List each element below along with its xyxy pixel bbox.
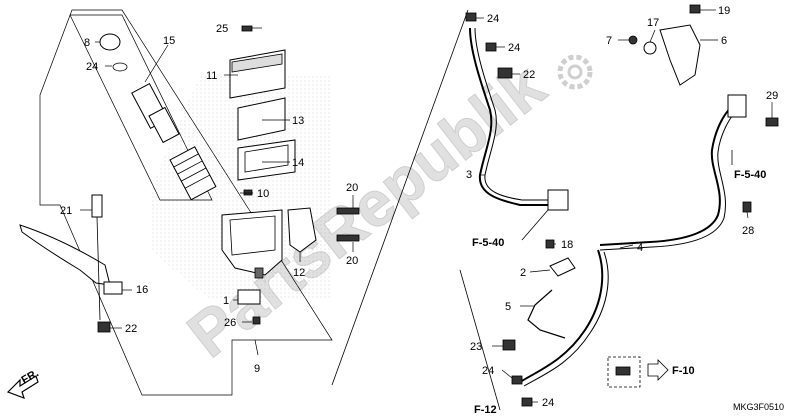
pipe-5: [527, 289, 566, 339]
front-label: FR.: [20, 367, 41, 386]
bolt-24d: [521, 397, 533, 407]
diagram-code: MKG3F0510: [733, 402, 784, 412]
callout-4: 4: [637, 242, 643, 254]
master-cylinder-body: [221, 209, 283, 279]
callout-24d: 24: [542, 397, 554, 409]
callout-24b: 24: [508, 42, 520, 54]
callout-29: 29: [766, 90, 778, 102]
callout-24a: 24: [487, 13, 499, 25]
ref-2-pointer: [521, 209, 549, 241]
brake-hose-upper: [599, 104, 736, 246]
watermark-gear-icon: [557, 54, 593, 90]
callout-13: 13: [292, 115, 304, 127]
screw-10: [243, 189, 253, 196]
bolt-22b: [502, 339, 516, 351]
callout-9: 9: [254, 363, 260, 375]
bolt-19: [689, 4, 701, 14]
bolt-18: [545, 239, 555, 249]
callout-6: 6: [721, 35, 727, 47]
joint-3: [547, 189, 569, 211]
callout-1: 1: [223, 295, 229, 307]
brake-hose-3: [469, 27, 550, 206]
arrow-right-icon: [647, 359, 669, 381]
bolt-24a: [465, 12, 477, 22]
callout-26: 25: [216, 23, 228, 35]
callout-20b: 20: [346, 255, 358, 267]
screw-26: [241, 25, 253, 32]
callout-27: 26: [224, 317, 236, 329]
pivot-bolt-21: [91, 194, 103, 321]
washer-7: [628, 35, 638, 45]
callout-16: 16: [136, 284, 148, 296]
callout-8: 8: [84, 37, 90, 49]
f12-guide-line: [459, 269, 501, 411]
ref-label-4[interactable]: F-12: [474, 404, 497, 416]
callout-28: 28: [742, 225, 754, 237]
ref-box-f10: [607, 356, 641, 388]
diaphragm: [237, 139, 296, 181]
callout-22b: 23: [470, 341, 482, 353]
nut-17: [643, 41, 657, 55]
bracket-6: [659, 24, 701, 86]
leader-lines: [80, 9, 773, 403]
screw-27: [252, 316, 261, 325]
callout-23: 22: [125, 323, 137, 335]
callout-7: 7: [606, 35, 612, 47]
callout-11: 11: [206, 70, 217, 82]
bolt-22a: [497, 67, 513, 79]
front-arrow-icon: [6, 375, 39, 400]
bolt-24c: [511, 375, 523, 385]
callout-2: 2: [520, 267, 526, 279]
callout-14: 14: [292, 157, 304, 169]
bolt-29: [765, 117, 779, 127]
joint-29: [727, 94, 747, 118]
brake-lever: [19, 224, 123, 295]
holder-bracket: [287, 207, 317, 253]
callout-22a: 22: [523, 69, 535, 81]
piston-assembly: [131, 82, 217, 201]
callout-17: 17: [647, 17, 659, 29]
callout-12: 12: [293, 267, 305, 279]
boot-cap: [99, 33, 121, 51]
diaphragm-plate: [237, 97, 286, 141]
callout-19: 19: [718, 5, 730, 17]
bolt-28: [742, 201, 752, 213]
callout-20a: 20: [346, 182, 358, 194]
reservoir-cap: [229, 49, 286, 99]
callout-15: 15: [163, 35, 175, 47]
bolt-20a: [336, 207, 360, 215]
brake-hose-4: [519, 249, 604, 383]
circlip: [112, 62, 128, 72]
switch-1: [237, 289, 261, 305]
bolt-20b: [336, 234, 360, 242]
clamp-2: [549, 257, 576, 277]
dot-shading: [150, 75, 332, 300]
callout-24c: 24: [482, 365, 494, 377]
divider-line: [331, 9, 469, 386]
ref-label-3[interactable]: F-10: [672, 365, 695, 377]
callout-18: 18: [561, 239, 573, 251]
callout-5: 5: [505, 301, 511, 313]
callout-21: 21: [60, 205, 72, 217]
ref-label-1[interactable]: F-5-40: [734, 169, 766, 181]
ref-label-2[interactable]: F-5-40: [472, 237, 504, 249]
bolt-in-ref-box: [615, 366, 631, 376]
bolt-24b: [485, 42, 497, 52]
callout-25: 24: [86, 61, 98, 73]
callout-10: 10: [257, 188, 269, 200]
callout-3: 3: [466, 169, 472, 181]
nut-23: [97, 321, 111, 333]
